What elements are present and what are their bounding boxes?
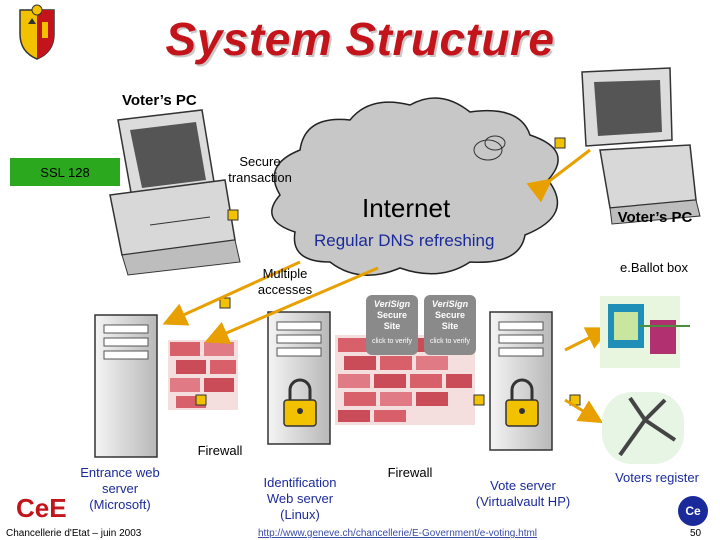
firewall-left-bricks	[168, 340, 238, 410]
identification-server-label: Identification Web server (Linux)	[263, 475, 337, 522]
eballot-box-image	[600, 296, 690, 368]
verisign-badge-1[interactable]: VeriSign Secure Site click to verify	[366, 295, 418, 355]
geneva-coat-of-arms-logo	[8, 4, 66, 62]
page-number: 50	[690, 528, 702, 539]
multiple-accesses-label: Multiple accesses	[257, 266, 313, 297]
eballot-box-label: e.Ballot box	[620, 260, 688, 275]
internet-label: Internet	[362, 193, 451, 223]
voters-pc-left-computer	[109, 109, 241, 276]
chancellerie-logo: CeE	[16, 493, 67, 523]
padlock-vote-server-icon	[505, 378, 539, 427]
verisign-secure: Secure	[434, 310, 466, 320]
dns-refresh-label: Regular DNS refreshing	[314, 231, 495, 250]
padlock-identification-icon	[283, 378, 317, 427]
connection-arrows	[162, 148, 611, 424]
verisign-secure: Secure	[376, 310, 408, 320]
firewall-left-label: Firewall	[197, 443, 243, 458]
ssl-badge: SSL 128	[10, 158, 120, 186]
verisign-brand: VeriSign	[431, 299, 469, 309]
verisign-click: click to verify	[429, 338, 471, 345]
vote-server-label: Vote server (Virtualvault HP)	[475, 478, 571, 509]
verisign-site: Site	[441, 321, 459, 331]
verisign-site: Site	[383, 321, 401, 331]
entrance-server-label: Entrance web server (Microsoft)	[80, 465, 160, 512]
verisign-brand: VeriSign	[373, 299, 411, 309]
footer-left-text: Chancellerie d'Etat – juin 2003	[6, 528, 142, 539]
verisign-click: click to verify	[371, 338, 413, 345]
voters-pc-right-label: Voter’s PC	[617, 209, 693, 226]
voters-register-image	[602, 392, 684, 464]
voters-pc-right-computer	[581, 67, 701, 225]
internet-cloud	[271, 97, 559, 276]
padlock-small-icon	[195, 137, 581, 406]
secure-transaction-label: Secure transaction	[228, 154, 292, 185]
footer-url-link[interactable]: http://www.geneve.ch/chancellerie/E-Gove…	[258, 528, 538, 539]
verisign-badge-2[interactable]: VeriSign Secure Site click to verify	[424, 295, 476, 355]
entrance-server-tower	[94, 314, 158, 458]
page-title: System Structure	[165, 13, 555, 65]
firewall-middle-label: Firewall	[387, 465, 433, 480]
chancellerie-round-logo: Ce	[678, 496, 708, 526]
voters-register-label: Voters register	[615, 470, 699, 485]
voters-pc-left-label: Voter’s PC	[122, 92, 197, 109]
